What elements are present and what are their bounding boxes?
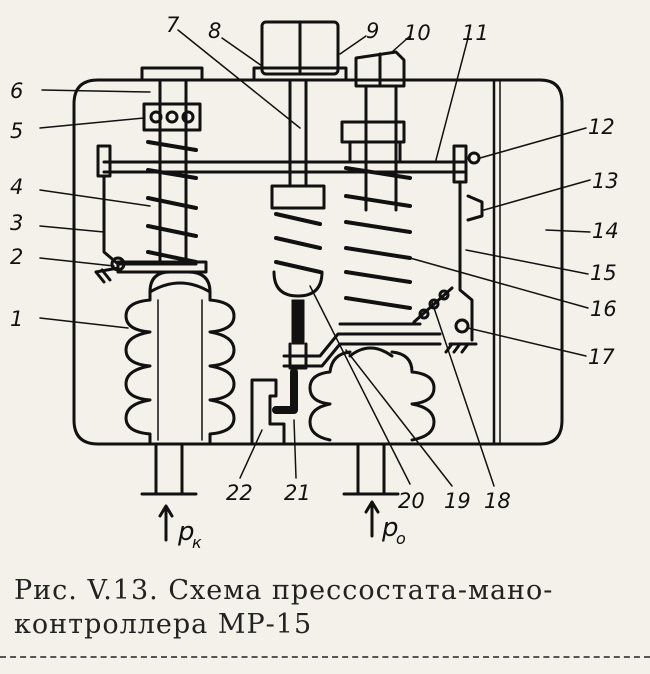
pressure-switch-diagram: 1 2 3 4 5 6 7 8 9 10 11 12 13 14 15 16 1… xyxy=(10,13,619,552)
figure-caption: Рис. V.13. Схема прессостата-мано- контр… xyxy=(14,574,644,642)
callout-20: 20 xyxy=(398,489,425,513)
housing xyxy=(72,78,564,446)
callout-18: 18 xyxy=(484,489,511,513)
callout-6: 6 xyxy=(10,79,23,103)
callout-12: 12 xyxy=(588,115,615,139)
left-bellows xyxy=(124,270,236,446)
center-spring xyxy=(274,212,322,274)
left-spring xyxy=(146,140,198,264)
pressure-po-subscript: о xyxy=(396,529,406,548)
callout-2: 2 xyxy=(10,245,23,269)
callout-17: 17 xyxy=(588,345,615,369)
callout-14: 14 xyxy=(592,219,619,243)
pressure-po-symbol: p xyxy=(381,513,399,543)
bracket-19 xyxy=(282,332,442,358)
caption-line-1: Рис. V.13. Схема прессостата-мано- xyxy=(14,575,554,606)
callout-22: 22 xyxy=(226,481,253,505)
callout-15: 15 xyxy=(590,261,617,285)
callout-4: 4 xyxy=(10,175,23,199)
right-bellows xyxy=(308,350,436,442)
pressure-pk-subscript: к xyxy=(192,533,202,552)
callout-11: 11 xyxy=(462,21,489,45)
callout-9: 9 xyxy=(366,19,379,43)
contact-13 xyxy=(466,194,484,222)
callout-1: 1 xyxy=(10,307,23,331)
nut-10 xyxy=(354,50,406,88)
page-rule xyxy=(0,656,650,658)
callout-3: 3 xyxy=(10,211,23,235)
callout-labels: 1 2 3 4 5 6 7 8 9 10 11 12 13 14 15 16 1… xyxy=(10,13,619,513)
callout-8: 8 xyxy=(208,19,221,43)
callout-16: 16 xyxy=(590,297,617,321)
pressure-pk-symbol: p xyxy=(177,517,195,547)
right-spring xyxy=(344,166,412,310)
callout-19: 19 xyxy=(444,489,471,513)
lever-15 xyxy=(452,144,468,184)
contact-21 xyxy=(291,299,305,345)
callout-7: 7 xyxy=(166,13,180,37)
callout-5: 5 xyxy=(10,119,23,143)
callout-21: 21 xyxy=(284,481,311,505)
callout-10: 10 xyxy=(404,21,431,45)
callout-13: 13 xyxy=(592,169,619,193)
caption-line-2: контроллера МР-15 xyxy=(14,609,313,640)
nut-5 xyxy=(142,102,202,132)
